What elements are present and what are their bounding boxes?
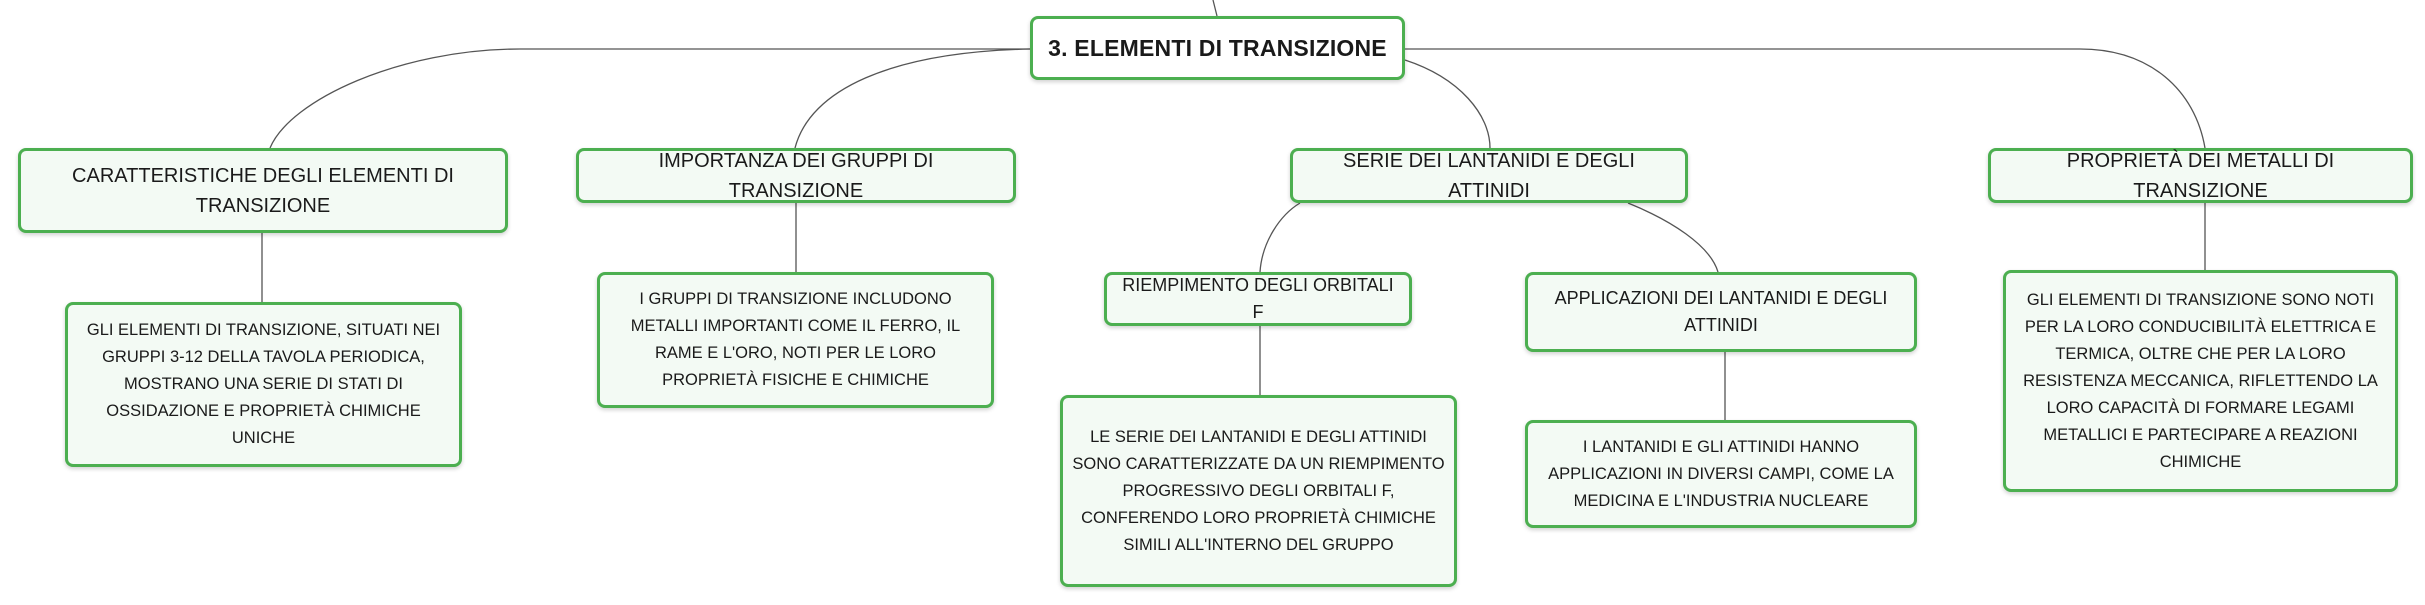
- child-node-f-orbitals[interactable]: RIEMPIMENTO DEGLI ORBITALI F: [1104, 272, 1412, 326]
- detail-node-f-orbitals[interactable]: LE SERIE DEI LANTANIDI E DEGLI ATTINIDI …: [1060, 395, 1457, 587]
- branch-node-characteristics[interactable]: CARATTERISTICHE DEGLI ELEMENTI DI TRANSI…: [18, 148, 508, 233]
- detail-node-properties[interactable]: GLI ELEMENTI DI TRANSIZIONE SONO NOTI PE…: [2003, 270, 2398, 492]
- detail-node-characteristics[interactable]: GLI ELEMENTI DI TRANSIZIONE, SITUATI NEI…: [65, 302, 462, 467]
- branch-node-properties[interactable]: PROPRIETÀ DEI METALLI DI TRANSIZIONE: [1988, 148, 2413, 203]
- connector-root-branch-1: [269, 48, 1030, 149]
- root-node-label: 3. ELEMENTI DI TRANSIZIONE: [1048, 34, 1387, 61]
- connector-root-branch-2: [794, 48, 1031, 149]
- connector-branch-3-child-2: [1627, 202, 1719, 273]
- connector-root-branch-3: [1404, 59, 1491, 149]
- detail-node-text: I GRUPPI DI TRANSIZIONE INCLUDONO METALL…: [630, 290, 961, 389]
- detail-node-text: GLI ELEMENTI DI TRANSIZIONE, SITUATI NEI…: [86, 321, 441, 447]
- connector-branch-3-child-1: [1259, 202, 1301, 273]
- connector-root-branch-4: [1405, 48, 2206, 149]
- detail-node-importance[interactable]: I GRUPPI DI TRANSIZIONE INCLUDONO METALL…: [597, 272, 994, 408]
- branch-node-label: CARATTERISTICHE DEGLI ELEMENTI DI TRANSI…: [72, 164, 454, 217]
- detail-node-text: LE SERIE DEI LANTANIDI E DEGLI ATTINIDI …: [1072, 427, 1445, 554]
- detail-node-text: I LANTANIDI E GLI ATTINIDI HANNO APPLICA…: [1548, 437, 1894, 510]
- detail-node-text: GLI ELEMENTI DI TRANSIZIONE SONO NOTI PE…: [2023, 290, 2378, 471]
- child-node-label: APPLICAZIONI DEI LANTANIDI E DEGLI ATTIN…: [1554, 288, 1888, 335]
- detail-node-applications[interactable]: I LANTANIDI E GLI ATTINIDI HANNO APPLICA…: [1525, 420, 1917, 528]
- branch-node-importance[interactable]: IMPORTANZA DEI GRUPPI DI TRANSIZIONE: [576, 148, 1016, 203]
- root-node[interactable]: 3. ELEMENTI DI TRANSIZIONE: [1030, 16, 1405, 80]
- child-node-label: RIEMPIMENTO DEGLI ORBITALI F: [1122, 275, 1394, 322]
- branch-node-label: SERIE DEI LANTANIDI E DEGLI ATTINIDI: [1343, 149, 1635, 202]
- branch-node-label: PROPRIETÀ DEI METALLI DI TRANSIZIONE: [2066, 149, 2335, 202]
- branch-node-label: IMPORTANZA DEI GRUPPI DI TRANSIZIONE: [658, 149, 934, 202]
- connector-parent-root: [1212, 0, 1218, 17]
- child-node-applications[interactable]: APPLICAZIONI DEI LANTANIDI E DEGLI ATTIN…: [1525, 272, 1917, 352]
- branch-node-lanthanide-series[interactable]: SERIE DEI LANTANIDI E DEGLI ATTINIDI: [1290, 148, 1688, 203]
